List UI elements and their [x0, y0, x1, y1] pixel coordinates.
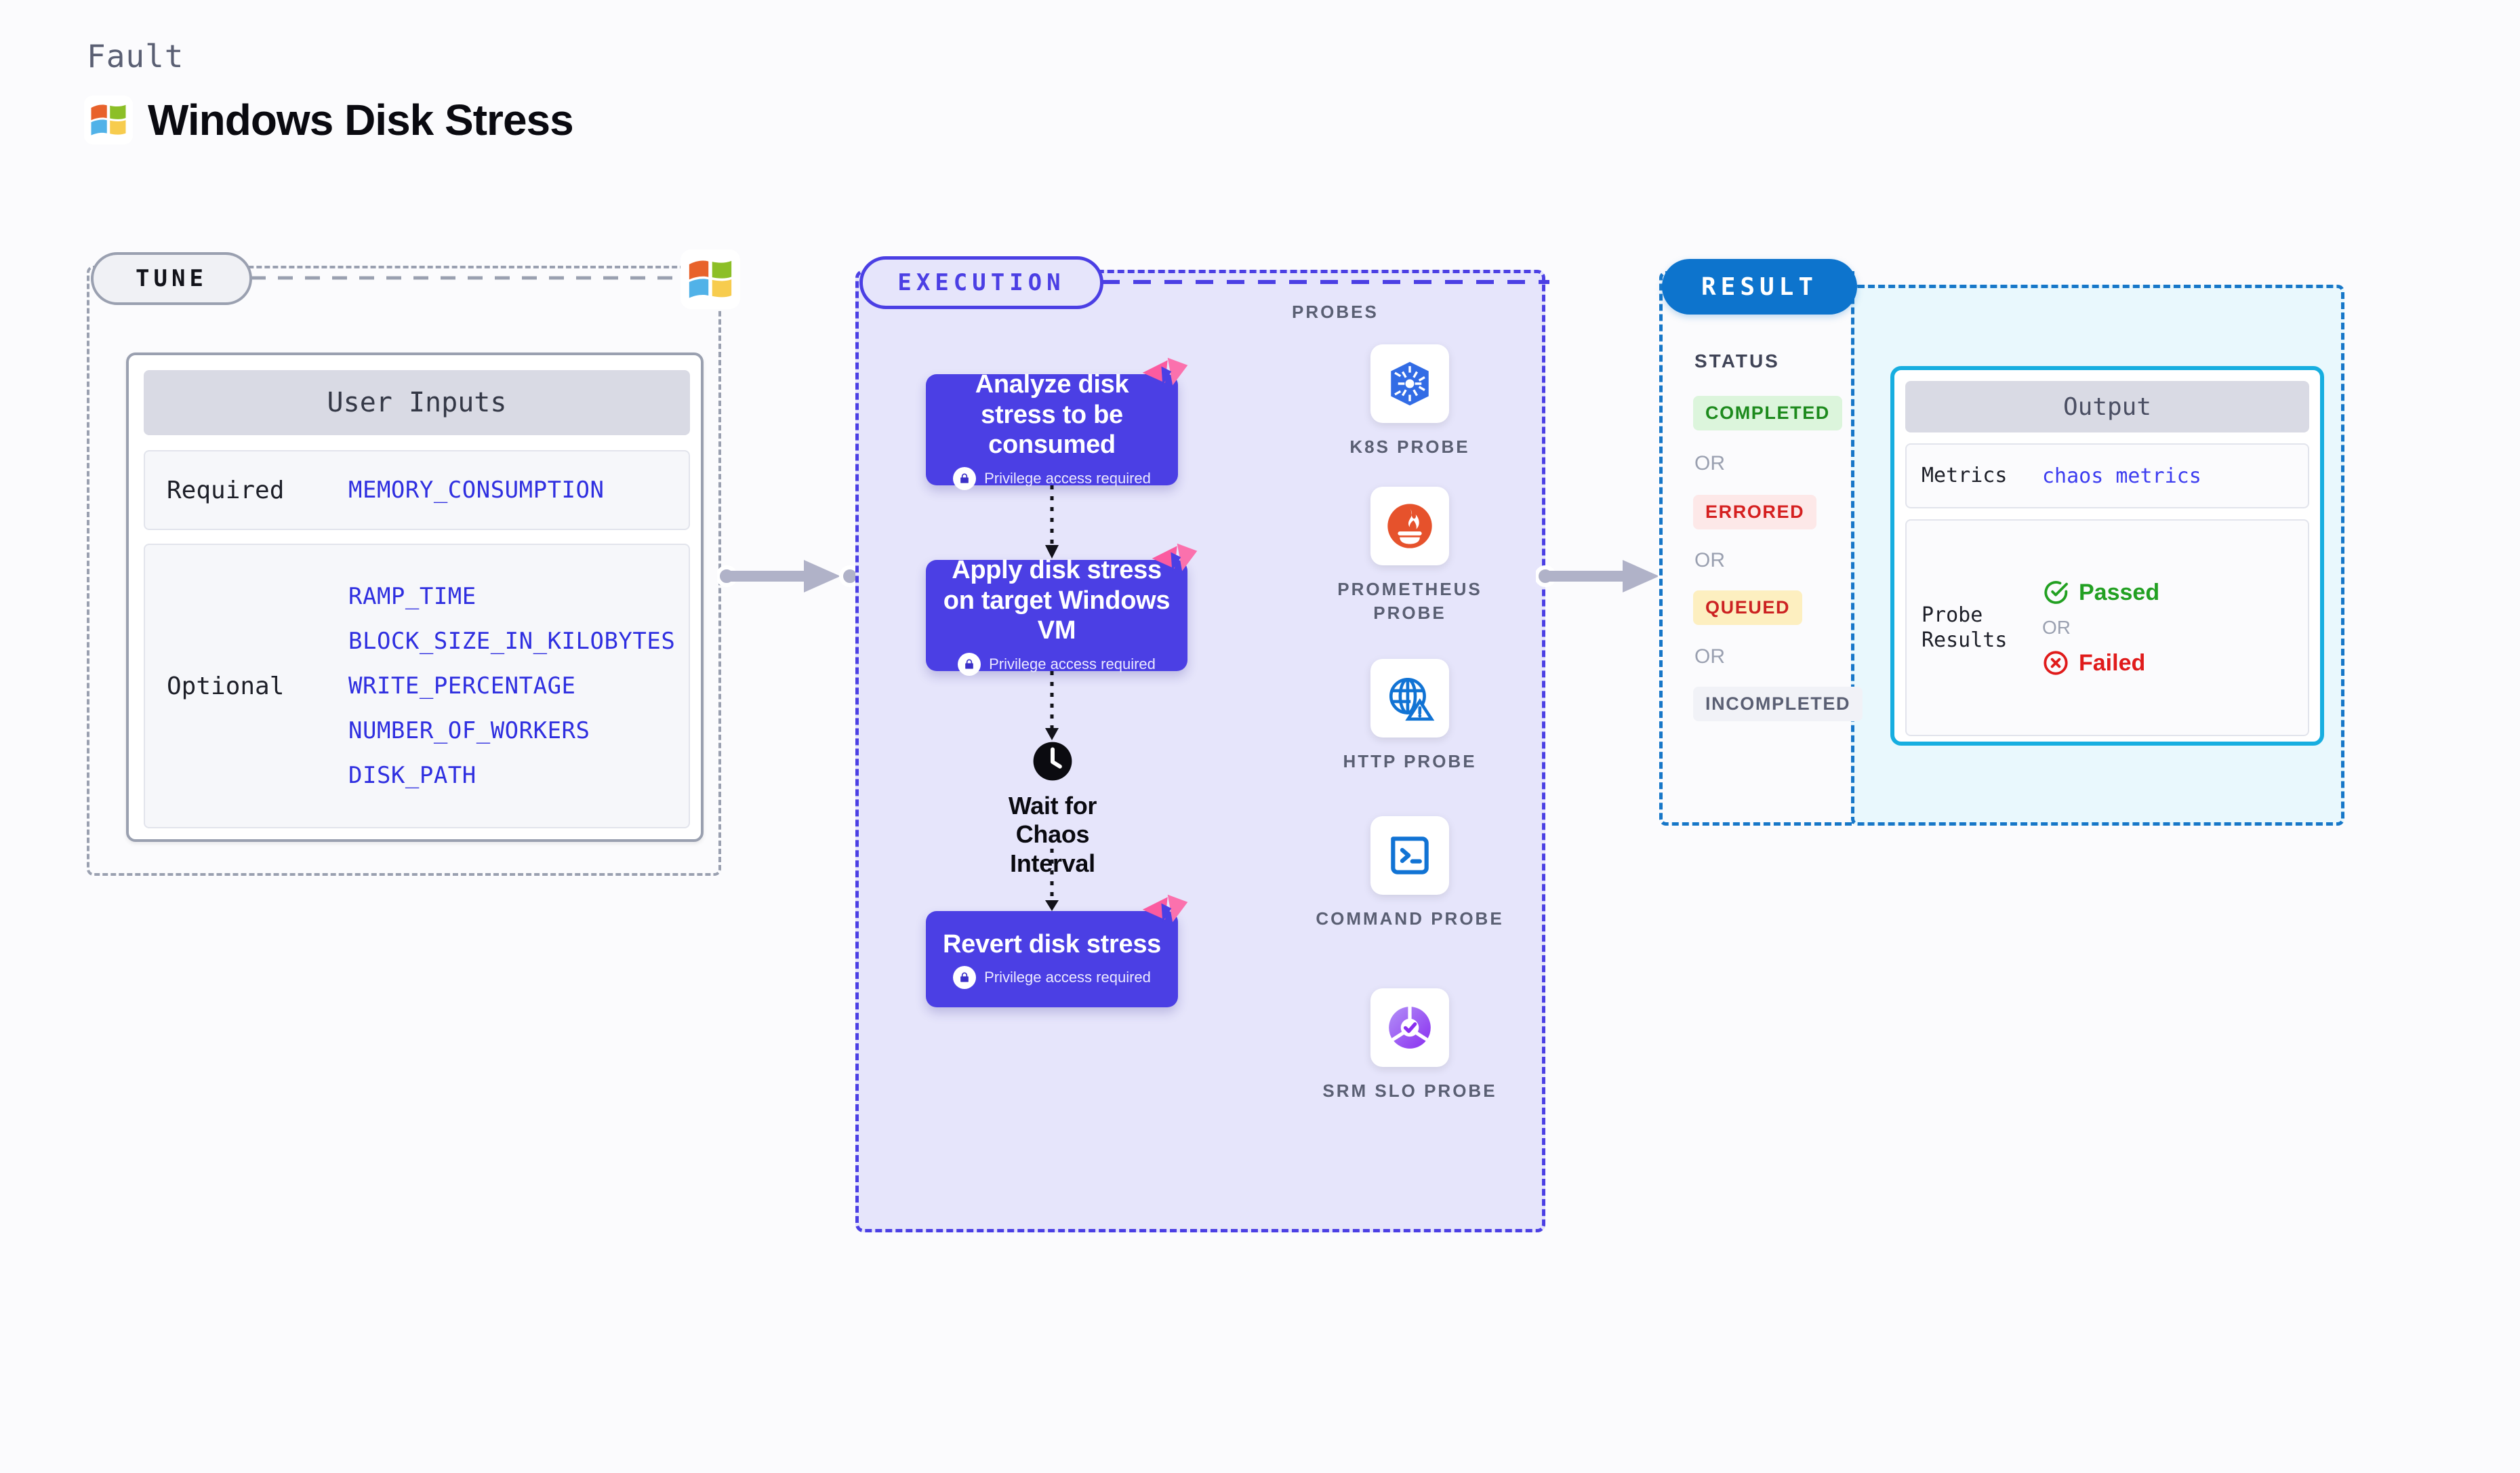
- execution-step-2-privilege: Privilege access required: [958, 652, 1156, 676]
- page-eyebrow: Fault: [87, 38, 184, 75]
- privilege-note: Privilege access required: [989, 655, 1156, 672]
- probe-item-command[interactable]: COMMAND PROBE: [1308, 816, 1511, 931]
- stage-pill-result[interactable]: RESULT: [1662, 259, 1857, 315]
- chaos-ribbon-icon: [1140, 892, 1190, 942]
- status-or-3: OR: [1694, 645, 1725, 668]
- input-row-required: Required MEMORY_CONSUMPTION: [144, 450, 690, 530]
- status-or-1: OR: [1694, 452, 1725, 475]
- prometheus-icon: [1370, 487, 1449, 565]
- clock-icon: [1032, 740, 1074, 782]
- check-circle-icon: [2042, 579, 2069, 606]
- stage-pill-tune[interactable]: TUNE: [91, 252, 252, 305]
- http-globe-icon: [1370, 659, 1449, 738]
- probe-item-k8s-label: K8S PROBE: [1349, 437, 1470, 457]
- page-title: Windows Disk Stress: [148, 96, 574, 144]
- privilege-note: Privilege access required: [984, 969, 1151, 986]
- windows-logo-icon: [84, 96, 133, 144]
- execution-leader-line: [1102, 280, 1549, 284]
- privilege-note: Privilege access required: [984, 469, 1151, 487]
- chaos-ribbon-icon: [1150, 541, 1200, 591]
- kubernetes-icon: [1370, 344, 1449, 423]
- input-param: DISK_PATH: [348, 762, 476, 789]
- lock-icon: [958, 652, 981, 676]
- page-title-row: Windows Disk Stress: [84, 95, 574, 145]
- output-card: Output Metrics chaos metrics Probe Resul…: [1890, 366, 2324, 746]
- probe-result-failed: Failed: [2042, 649, 2159, 677]
- input-param: BLOCK_SIZE_IN_KILOBYTES: [348, 628, 676, 655]
- probe-result-failed-label: Failed: [2079, 649, 2146, 676]
- probe-item-prometheus-label: PROMETHEUS PROBE: [1337, 579, 1482, 624]
- execution-step-3-privilege: Privilege access required: [953, 966, 1151, 990]
- x-circle-icon: [2042, 649, 2069, 677]
- input-row-optional: Optional RAMP_TIME BLOCK_SIZE_IN_KILOBYT…: [144, 544, 690, 828]
- execution-step-2[interactable]: Apply disk stress on target Windows VM P…: [926, 543, 1198, 676]
- output-probe-results-label: Probe Results: [1922, 603, 2008, 653]
- probe-item-http[interactable]: HTTP PROBE: [1308, 659, 1511, 773]
- probe-item-command-label: COMMAND PROBE: [1316, 908, 1504, 929]
- execution-step-2-title: Apply disk stress on target Windows VM: [943, 556, 1171, 645]
- input-param: WRITE_PERCENTAGE: [348, 672, 576, 700]
- tune-leader-line: [251, 276, 682, 280]
- probe-item-srm-slo[interactable]: SRM SLO PROBE: [1308, 988, 1511, 1103]
- probe-result-passed-label: Passed: [2079, 579, 2160, 605]
- execution-step-1-title: Analyze disk stress to be consumed: [975, 370, 1129, 460]
- probes-section-label: PROBES: [1292, 302, 1379, 322]
- step-connector-3: [1045, 849, 1059, 912]
- connector-tune-to-execution: [717, 556, 866, 597]
- input-row-required-label: Required: [167, 476, 285, 504]
- probe-item-k8s[interactable]: K8S PROBE: [1308, 344, 1511, 459]
- tune-windows-logo-icon: [680, 249, 740, 309]
- input-param: RAMP_TIME: [348, 583, 476, 610]
- input-row-optional-values: RAMP_TIME BLOCK_SIZE_IN_KILOBYTES WRITE_…: [348, 583, 675, 789]
- lock-icon: [953, 966, 977, 990]
- output-metrics-value: chaos metrics: [2042, 464, 2201, 488]
- output-metrics-label: Metrics: [1922, 464, 2008, 488]
- stage-pill-execution-label: EXECUTION: [897, 269, 1065, 296]
- output-probe-results-values: Passed OR Failed: [2042, 579, 2159, 677]
- output-card-title: Output: [1905, 381, 2309, 432]
- probe-item-http-label: HTTP PROBE: [1343, 751, 1477, 771]
- step-connector-1: [1045, 485, 1059, 560]
- status-badge-queued: QUEUED: [1693, 590, 1803, 625]
- result-status-panel: [1659, 271, 1854, 826]
- input-param: MEMORY_CONSUMPTION: [348, 477, 605, 504]
- status-badge-completed: COMPLETED: [1693, 396, 1842, 430]
- output-row-metrics: Metrics chaos metrics: [1905, 443, 2309, 508]
- status-section-label: STATUS: [1694, 350, 1780, 371]
- output-row-probe-results: Probe Results Passed OR: [1905, 519, 2309, 736]
- probe-item-prometheus[interactable]: PROMETHEUS PROBE: [1308, 487, 1511, 625]
- stage-pill-execution[interactable]: EXECUTION: [859, 256, 1103, 309]
- probe-result-passed: Passed: [2042, 579, 2159, 606]
- execution-step-1-privilege: Privilege access required: [953, 466, 1151, 490]
- probe-item-srm-slo-label: SRM SLO PROBE: [1322, 1081, 1497, 1101]
- chaos-ribbon-icon: [1140, 355, 1190, 405]
- user-inputs-card: User Inputs Required MEMORY_CONSUMPTION …: [126, 352, 704, 842]
- execution-step-3[interactable]: Revert disk stress Privilege access requ…: [926, 894, 1188, 1007]
- input-row-optional-label: Optional: [167, 672, 285, 700]
- status-or-2: OR: [1694, 549, 1725, 571]
- input-param: NUMBER_OF_WORKERS: [348, 717, 590, 744]
- execution-step-1[interactable]: Analyze disk stress to be consumed Privi…: [926, 357, 1188, 490]
- status-badge-errored: ERRORED: [1693, 495, 1817, 529]
- step-connector-2: [1045, 671, 1059, 742]
- status-badge-incompleted: INCOMPLETED: [1693, 687, 1863, 721]
- input-row-required-values: MEMORY_CONSUMPTION: [348, 477, 604, 504]
- srm-slo-icon: [1370, 988, 1449, 1067]
- stage-pill-result-label: RESULT: [1701, 273, 1818, 301]
- terminal-icon: [1370, 816, 1449, 895]
- stage-pill-tune-label: TUNE: [136, 265, 207, 292]
- execution-step-3-title: Revert disk stress: [942, 929, 1162, 959]
- lock-icon: [953, 466, 977, 490]
- user-inputs-title: User Inputs: [144, 370, 690, 435]
- probe-result-or: OR: [2042, 617, 2071, 638]
